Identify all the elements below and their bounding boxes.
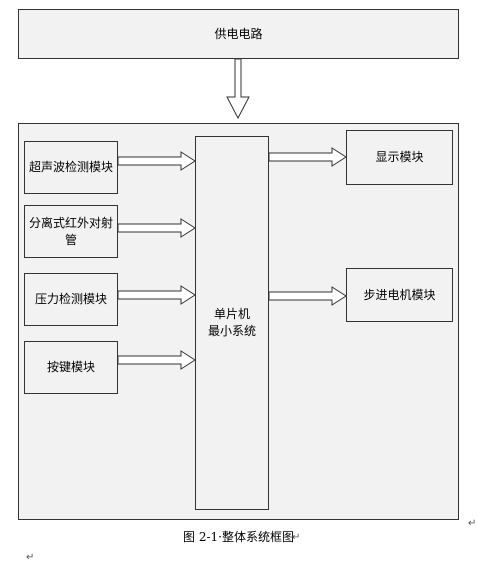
power-supply-label: 供电电路	[214, 26, 263, 41]
stepper-motor-module-block: 步进电机模块	[346, 268, 453, 322]
stepper-motor-module-label: 步进电机模块	[363, 287, 436, 302]
paragraph-mark-caption: ↵	[292, 532, 301, 543]
infrared-module-label: 分离式红外对射管	[28, 215, 113, 247]
ultrasonic-module-label: 超声波检测模块	[28, 160, 113, 174]
figure-caption-text: 图 2-1·整体系统框图	[183, 530, 294, 544]
keypad-module-block: 按键模块	[24, 341, 118, 394]
mcu-block: 单片机 最小系统	[195, 136, 269, 510]
paragraph-mark-bottom: ↵	[26, 552, 35, 563]
display-module-block: 显示模块	[346, 130, 453, 185]
power-supply-block: 供电电路	[18, 9, 459, 59]
display-module-label: 显示模块	[375, 150, 424, 164]
figure-caption: 图 2-1·整体系统框图	[0, 529, 477, 545]
ultrasonic-module-block: 超声波检测模块	[24, 141, 118, 194]
infrared-module-block: 分离式红外对射管	[24, 205, 118, 258]
paragraph-mark-right: ↵	[468, 518, 477, 529]
power-down-arrow	[226, 58, 250, 120]
keypad-module-label: 按键模块	[46, 360, 95, 374]
pressure-module-label: 压力检测模块	[34, 292, 107, 306]
pressure-module-block: 压力检测模块	[24, 273, 118, 326]
mcu-label-line1: 单片机	[213, 307, 250, 321]
mcu-label-line2: 最小系统	[207, 324, 256, 338]
